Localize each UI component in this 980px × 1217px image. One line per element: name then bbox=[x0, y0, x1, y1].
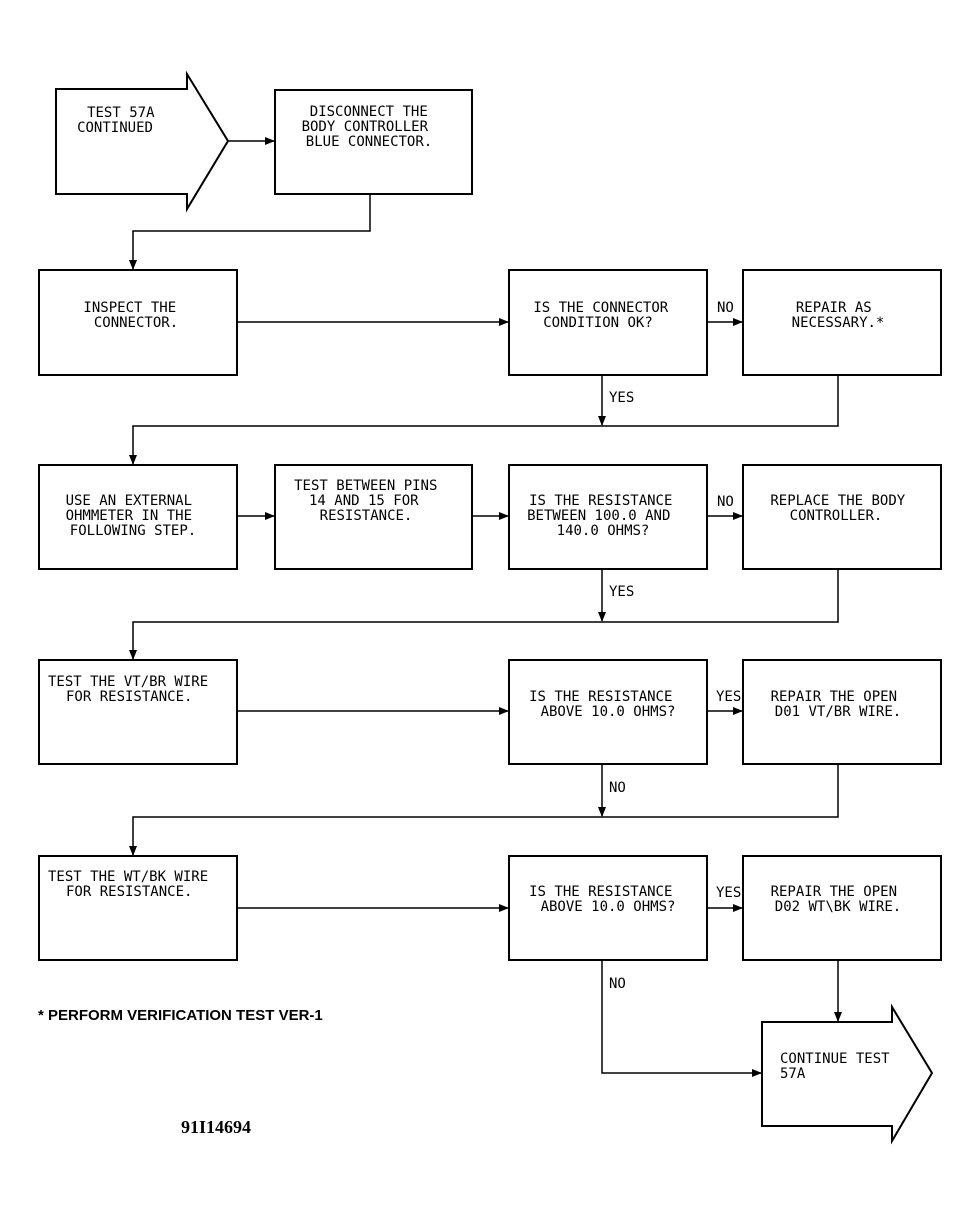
above-10-b-label: IS THE RESISTANCE ABOVE 10.0 OHMS? bbox=[529, 884, 681, 915]
figure-id: 91I14694 bbox=[181, 1117, 251, 1137]
connector-to-test-vt-br bbox=[129, 621, 602, 660]
replace-controller-box bbox=[742, 464, 942, 570]
connector-replace-return bbox=[602, 569, 839, 623]
branch-no-2: NO bbox=[717, 494, 734, 510]
resistance-range-label: IS THE RESISTANCE BETWEEN 100.0 AND 140.… bbox=[527, 493, 681, 539]
end-arrow-label: CONTINUE TEST 57A bbox=[780, 1051, 898, 1082]
connector-no-to-end bbox=[601, 960, 762, 1077]
repair-d01-label: REPAIR THE OPEN D01 VT/BR WIRE. bbox=[771, 689, 906, 720]
use-ohmmeter-box bbox=[38, 464, 238, 570]
use-ohmmeter-label: USE AN EXTERNAL OHMMETER IN THE FOLLOWIN… bbox=[66, 493, 201, 539]
test-wt-bk-label: TEST THE WT/BK WIRE FOR RESISTANCE. bbox=[48, 869, 217, 900]
test-vt-br-box bbox=[38, 659, 238, 765]
test-pins-box bbox=[274, 464, 473, 570]
connector-to-ohmmeter bbox=[129, 425, 602, 465]
connector-repair-return bbox=[602, 375, 839, 427]
branch-yes-2: YES bbox=[609, 584, 634, 600]
above-10-a-box bbox=[508, 659, 708, 765]
connector-to-test-wt-bk bbox=[129, 816, 602, 856]
connector-disconnect-to-inspect bbox=[129, 194, 371, 270]
repair-d02-label: REPAIR THE OPEN D02 WT\BK WIRE. bbox=[771, 884, 906, 915]
branch-yes-3: YES bbox=[716, 689, 741, 705]
connector-repair-d01-return bbox=[602, 764, 839, 818]
resistance-range-box bbox=[508, 464, 708, 570]
repair-d02-box bbox=[742, 855, 942, 961]
repair-d01-box bbox=[742, 659, 942, 765]
disconnect-label: DISCONNECT THE BODY CONTROLLER BLUE CONN… bbox=[302, 104, 437, 150]
branch-no-3: NO bbox=[609, 780, 626, 796]
branch-yes-4: YES bbox=[716, 885, 741, 901]
repair-as-necessary-label: REPAIR AS NECESSARY.* bbox=[792, 300, 885, 331]
branch-yes-1: YES bbox=[609, 390, 634, 406]
test-pins-label: TEST BETWEEN PINS 14 AND 15 FOR RESISTAN… bbox=[294, 478, 446, 524]
start-arrow-shape bbox=[55, 70, 230, 213]
footnote: * PERFORM VERIFICATION TEST VER-1 bbox=[38, 1007, 323, 1024]
above-10-a-label: IS THE RESISTANCE ABOVE 10.0 OHMS? bbox=[529, 689, 681, 720]
disconnect-box bbox=[274, 89, 473, 195]
repair-as-necessary-box bbox=[742, 269, 942, 376]
start-arrow-label: TEST 57A CONTINUED bbox=[77, 105, 163, 136]
replace-controller-label: REPLACE THE BODY CONTROLLER. bbox=[770, 493, 913, 524]
end-arrow-shape bbox=[761, 1003, 934, 1145]
inspect-label: INSPECT THE CONNECTOR. bbox=[83, 300, 184, 331]
branch-no-4: NO bbox=[609, 976, 626, 992]
connector-ok-label: IS THE CONNECTOR CONDITION OK? bbox=[533, 300, 676, 331]
test-vt-br-label: TEST THE VT/BR WIRE FOR RESISTANCE. bbox=[48, 674, 217, 705]
branch-no-1: NO bbox=[717, 300, 734, 316]
